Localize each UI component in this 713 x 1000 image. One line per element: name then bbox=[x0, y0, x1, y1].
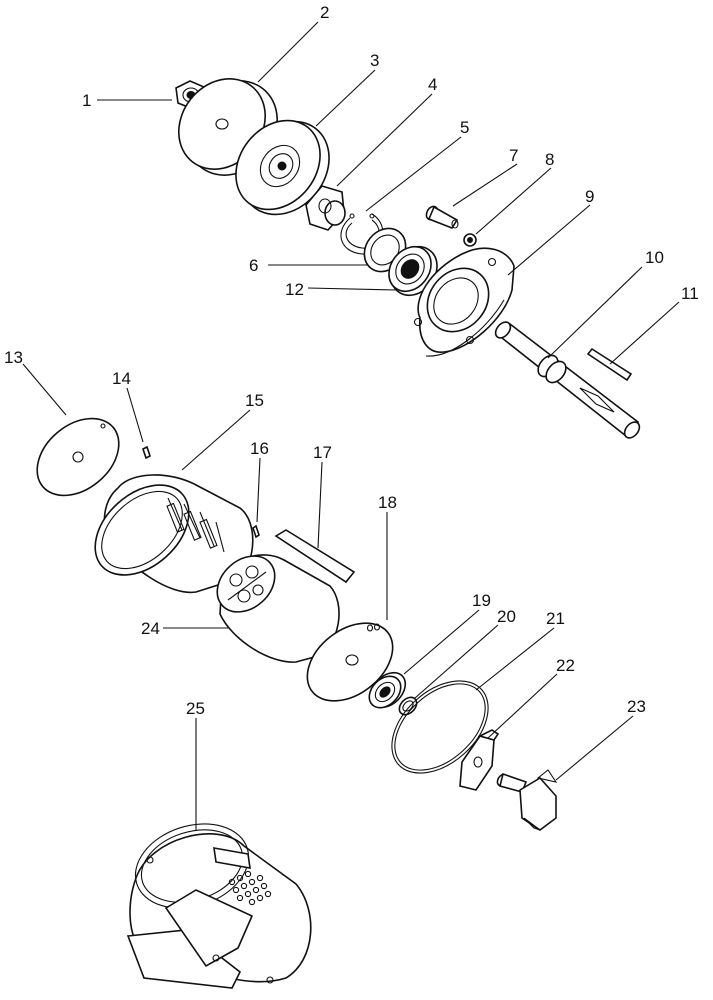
callout-6: 6 bbox=[249, 256, 258, 275]
callout-24: 24 bbox=[141, 619, 160, 638]
part-circlip bbox=[340, 213, 384, 255]
callout-21: 21 bbox=[546, 609, 565, 628]
callout-25: 25 bbox=[186, 699, 205, 718]
callout-2: 2 bbox=[320, 3, 329, 22]
callout-17: 17 bbox=[313, 443, 332, 462]
part-pin-small bbox=[142, 445, 151, 460]
part-stator-cylinder bbox=[94, 474, 254, 594]
part-vane bbox=[274, 529, 356, 584]
part-bolt bbox=[425, 205, 459, 229]
callout-10: 10 bbox=[645, 248, 664, 267]
vent-holes bbox=[228, 870, 272, 906]
part-rotor bbox=[216, 554, 340, 663]
part-port-plate bbox=[306, 622, 394, 702]
callout-3: 3 bbox=[370, 51, 379, 70]
part-impeller-disc bbox=[235, 119, 330, 216]
callout-11: 11 bbox=[681, 284, 699, 303]
part-key bbox=[586, 347, 633, 382]
leader-lines bbox=[22, 21, 680, 830]
callout-labels: 1 2 3 4 5 7 8 9 10 11 6 12 13 14 15 16 1… bbox=[4, 3, 699, 718]
part-pin-rotor bbox=[252, 524, 260, 539]
callout-18: 18 bbox=[378, 493, 397, 512]
part-bearing-lower bbox=[368, 671, 407, 709]
callout-8: 8 bbox=[545, 150, 554, 169]
part-washer bbox=[463, 233, 477, 247]
part-small-ring bbox=[398, 696, 418, 716]
part-bearing-housing bbox=[413, 247, 515, 357]
callout-4: 4 bbox=[428, 75, 437, 94]
callout-23: 23 bbox=[627, 697, 646, 716]
callout-14: 14 bbox=[112, 369, 131, 388]
callout-9: 9 bbox=[585, 187, 594, 206]
callout-16: 16 bbox=[250, 439, 269, 458]
callout-20: 20 bbox=[497, 607, 516, 626]
callout-7: 7 bbox=[509, 146, 518, 165]
part-fitting bbox=[496, 769, 558, 831]
part-o-ring bbox=[391, 680, 489, 774]
part-bracket bbox=[459, 729, 500, 791]
callout-5: 5 bbox=[460, 118, 469, 137]
part-motor-housing bbox=[126, 823, 312, 989]
part-flange-nut bbox=[305, 185, 346, 231]
callout-1: 1 bbox=[82, 91, 91, 110]
part-bearing bbox=[388, 245, 438, 297]
callout-13: 13 bbox=[4, 348, 23, 367]
callout-12: 12 bbox=[285, 280, 304, 299]
part-shaft bbox=[494, 321, 641, 439]
callout-22: 22 bbox=[556, 656, 575, 675]
part-end-plate bbox=[36, 417, 120, 497]
callout-15: 15 bbox=[245, 391, 264, 410]
callout-19: 19 bbox=[472, 591, 491, 610]
